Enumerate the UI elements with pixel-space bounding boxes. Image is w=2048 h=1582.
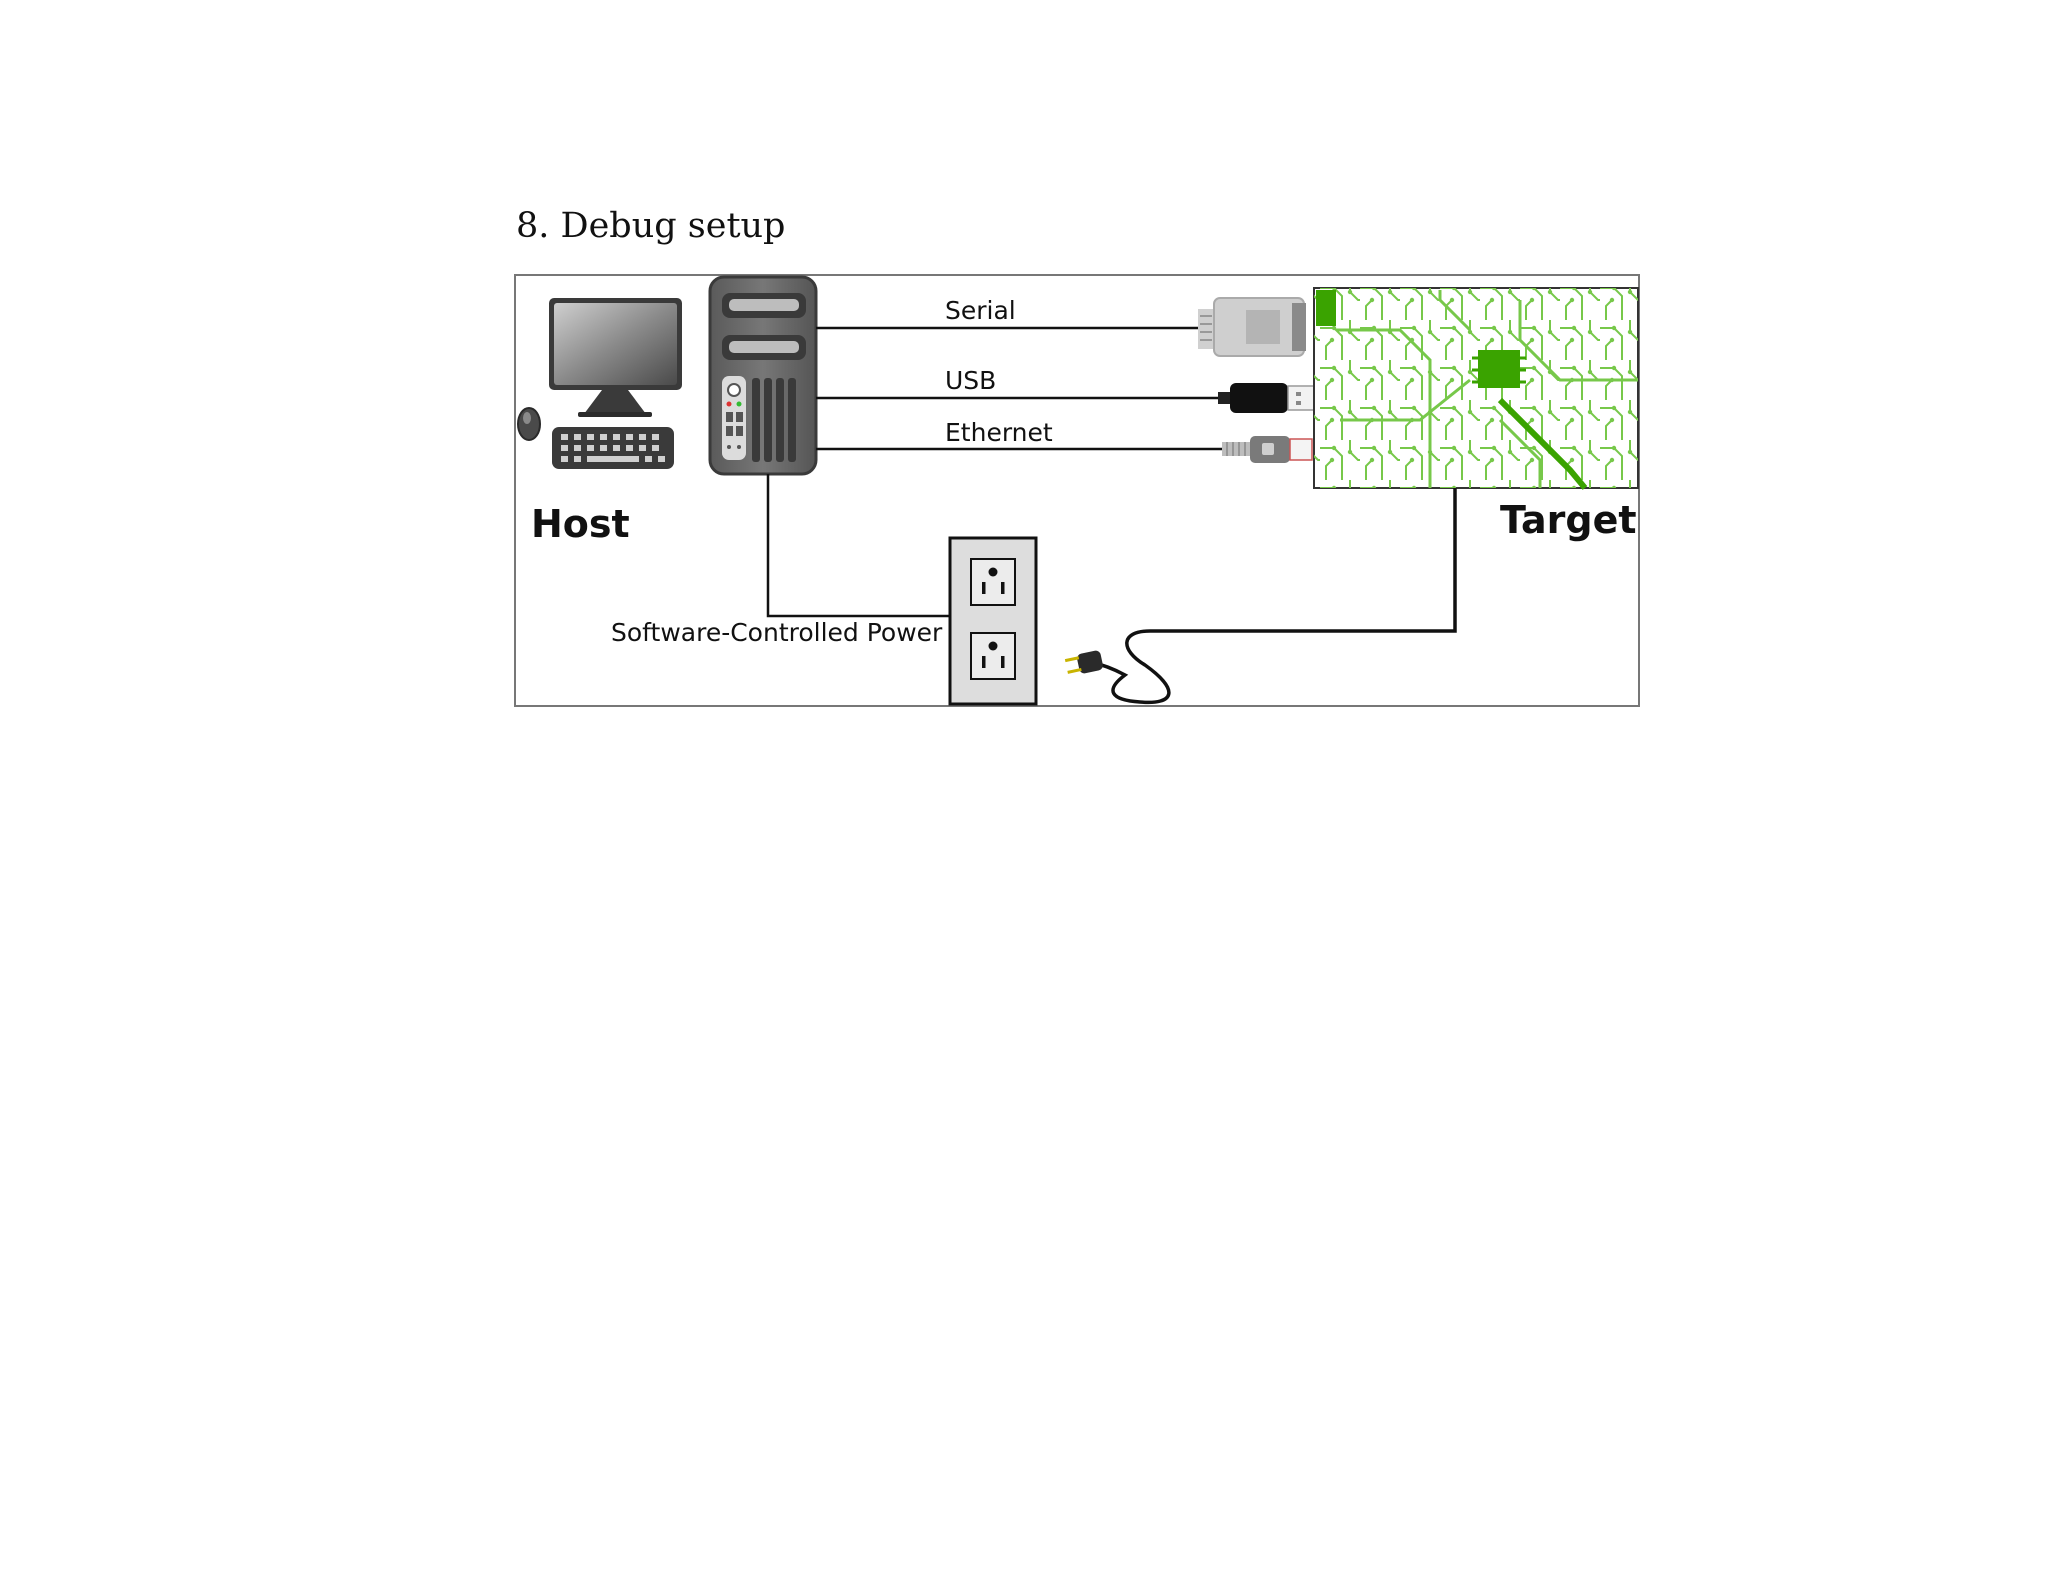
power-cord <box>1089 488 1457 705</box>
serial-label: Serial <box>945 296 1016 325</box>
usb-connector-icon <box>1218 383 1315 413</box>
usb-label: USB <box>945 366 996 395</box>
ethernet-label: Ethernet <box>945 418 1053 447</box>
host-computer-icon <box>517 298 682 469</box>
power-outlet-icon <box>948 536 1038 706</box>
serial-connector-icon <box>1198 297 1306 357</box>
power-label: Software-Controlled Power <box>611 618 943 647</box>
host-label: Host <box>531 502 630 546</box>
host-tower-icon <box>708 275 818 476</box>
mouse-icon <box>517 407 541 441</box>
power-plug-icon <box>1064 650 1103 674</box>
target-label: Target <box>1500 498 1637 542</box>
chip-icon <box>1478 350 1520 388</box>
page-title: 8. Debug setup <box>516 206 786 246</box>
ethernet-connector-icon <box>1222 436 1313 463</box>
target-board-icon <box>1313 287 1639 490</box>
power-control-line <box>766 474 950 618</box>
keyboard-icon <box>552 427 674 469</box>
